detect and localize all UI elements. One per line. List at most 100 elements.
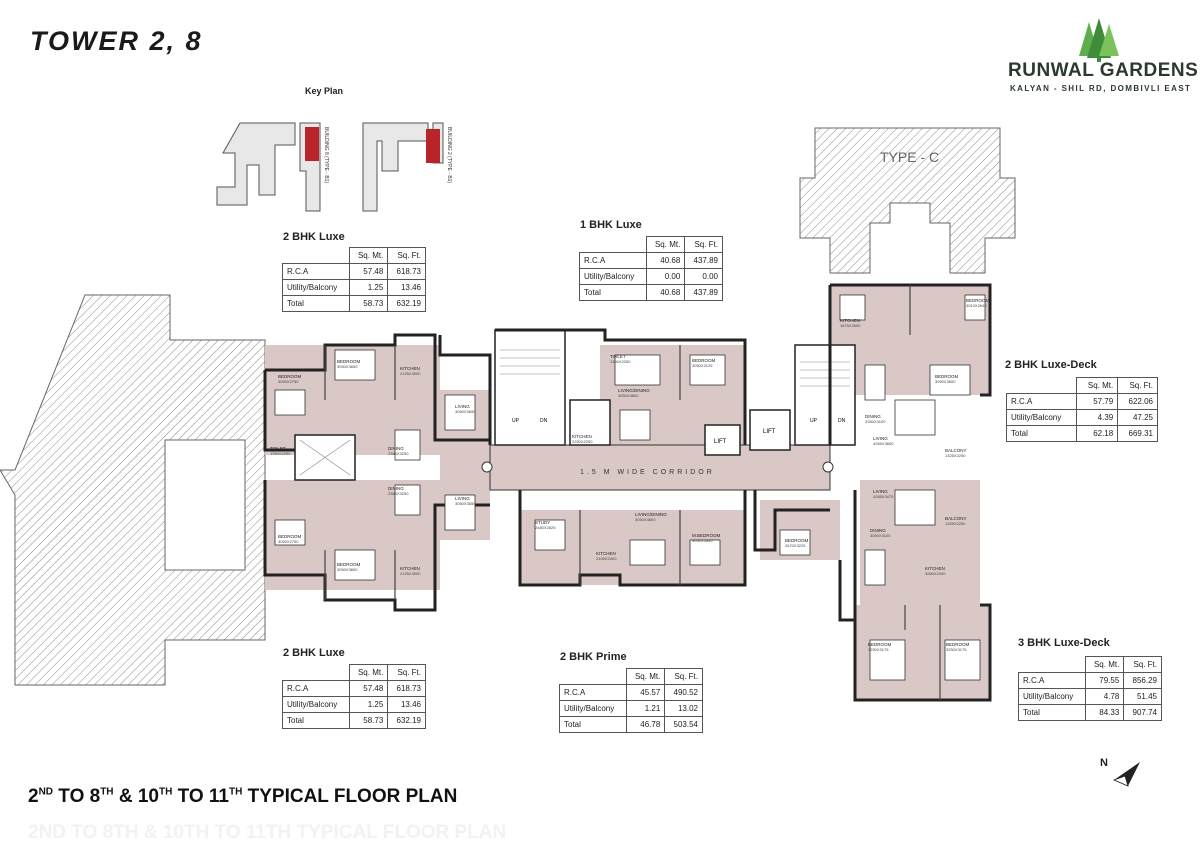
room-label: KITCHEN (572, 434, 592, 439)
room-label: STUDY (535, 520, 550, 525)
corridor-door-left (481, 461, 493, 473)
room-dimension: 2100X2400 (596, 556, 617, 561)
table-title-2bhk-prime: 2 BHK Prime (560, 651, 627, 663)
room-label: BEDROOM (337, 562, 361, 567)
corridor (489, 444, 831, 491)
room-dimension: 1350X2250 (270, 451, 291, 456)
room-label: KITCHEN (596, 551, 616, 556)
key-highlight-building-2 (426, 129, 440, 163)
caption-reflection: 2ND TO 8TH & 10TH TO 11TH TYPICAL FLOOR … (28, 822, 507, 843)
room-label: KITCHEN (925, 566, 945, 571)
room-dimension: 3050X3100 (870, 533, 891, 538)
room-label: DINING (865, 414, 881, 419)
room-dimension: 2385X3250 (388, 491, 409, 496)
floor-plan-caption: 2ND TO 8TH & 10TH TO 11TH TYPICAL FLOOR … (28, 786, 458, 807)
room-dimension: 3050X3650 (337, 567, 358, 572)
room-dimension: 2670X3225 (785, 543, 806, 548)
room-dimension: 1875X2600 (840, 323, 861, 328)
north-label: N (1100, 757, 1108, 769)
room-label: DINING (388, 446, 404, 451)
room-label: LIVING (455, 404, 470, 409)
room-label: LIVING (455, 496, 470, 501)
north-arrow-icon (1112, 762, 1140, 787)
building-8-label: BUILDING 8 (TYPE - B1) (323, 127, 329, 183)
room-dimension: 3050X3650 (455, 501, 476, 506)
key-plan: BUILDING 8 (TYPE - B1) BUILDING 2 (TYPE … (216, 122, 452, 212)
room-label: BEDROOM (337, 359, 361, 364)
room-label: LIVING/DINING (635, 512, 667, 517)
shaft (569, 399, 611, 446)
table-title-2bhk-luxe-deck: 2 BHK Luxe-Deck (1005, 359, 1097, 371)
lift-2 (749, 409, 791, 451)
lift-label-2: LIFT (763, 429, 776, 435)
room-label: LIVING (873, 436, 888, 441)
room-label: BEDROOM (935, 374, 959, 379)
courtyard-void (164, 439, 246, 571)
page-title: TOWER 2, 8 (30, 26, 203, 56)
stair-core-right (794, 344, 856, 446)
room-label: KITCHEN (400, 566, 420, 571)
room-dimension: 2050X3100 (865, 419, 886, 424)
room-dimension: 4265X3475 (873, 494, 894, 499)
room-label: KITCHEN (840, 318, 860, 323)
room-dimension: 3010X2640 (966, 303, 987, 308)
floor-plan: TYPE - C 1.5 M WIDE CORRIDOR LIFT LIFT U… (0, 127, 1016, 702)
adjacent-building-left (0, 294, 266, 686)
room-label: DINING (388, 486, 404, 491)
table-title-2bhk-luxe-top: 2 BHK Luxe (283, 231, 345, 243)
room-dimension: 2125X3000 (400, 371, 421, 376)
corridor-door-right (822, 461, 834, 473)
type-c-label: TYPE - C (880, 149, 939, 165)
adjacent-building-type-c (799, 127, 1016, 274)
room-label: BEDROOM (946, 642, 970, 647)
room-dimension: 3260X2400 (925, 571, 946, 576)
room-dimension: 3050X3650 (337, 364, 358, 369)
up-label-2: UP (810, 418, 818, 424)
inner-walls (324, 285, 941, 700)
brand-location: KALYAN - SHIL RD, DOMBIVLI EAST (1010, 84, 1192, 93)
furniture (274, 294, 986, 681)
room-dimension: 2385X3250 (388, 451, 409, 456)
lift-1 (704, 424, 741, 456)
room-dimension: 1350X2250 (610, 359, 631, 364)
room-label: BEDROOM (692, 358, 716, 363)
room-label: BALCONY (945, 448, 967, 453)
room-dimension: 1325X2250 (945, 521, 966, 526)
building-2-label: BUILDING 2 (TYPE - B1) (446, 127, 452, 183)
corridor-label: 1.5 M WIDE CORRIDOR (580, 469, 715, 476)
room-label: LIVING (873, 489, 888, 494)
room-dimension: 2125X3000 (400, 571, 421, 576)
tree-icon (1079, 18, 1119, 62)
brand-name: RUNWAL GARDENS (1008, 60, 1199, 81)
room-label: BEDROOM (966, 298, 990, 303)
room-label: KITCHEN (400, 366, 420, 371)
room-label: BALCONY (945, 516, 967, 521)
room-label: DINING (870, 528, 886, 533)
room-dimension: 3050X2750 (278, 539, 299, 544)
key-highlight-building-8 (305, 127, 319, 161)
room-dimension: 3050X4800 (635, 517, 656, 522)
runwal-logo (1079, 18, 1119, 62)
room-dimension: 3050X3600 (935, 379, 956, 384)
room-label: TOILET (610, 354, 626, 359)
up-label-1: UP (512, 418, 520, 424)
